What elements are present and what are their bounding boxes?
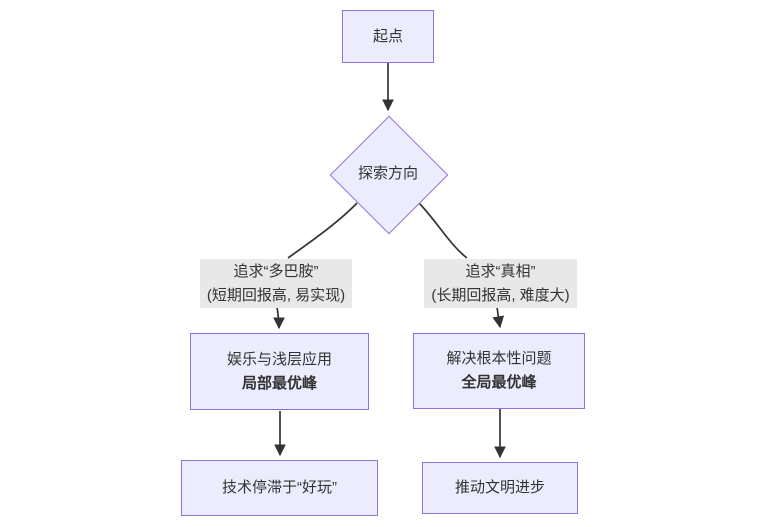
node-dopamine-path: 娱乐与浅层应用 局部最优峰 (190, 333, 369, 410)
node-dopamine-outcome-label: 技术停滞于“好玩” (222, 479, 337, 496)
edge-label-truth-line2: (长期回报高, 难度大) (431, 286, 570, 304)
node-truth-outcome-label: 推动文明进步 (454, 479, 545, 496)
edge-label-dopamine-line1: 追求“多巴胺” (233, 262, 319, 280)
edge-decision-to-dopamine-label (287, 202, 358, 259)
node-dopamine-outcome: 技术停滞于“好玩” (181, 460, 378, 516)
edge-decision-to-truth-label (418, 202, 468, 259)
edge-label-truth: 追求“真相” (长期回报高, 难度大) (424, 259, 577, 308)
node-start: 起点 (342, 10, 434, 63)
node-truth-path-line2: 全局最优峰 (461, 374, 537, 391)
node-truth-outcome: 推动文明进步 (422, 462, 578, 514)
edge-label-dopamine: 追求“多巴胺” (短期回报高, 易实现) (200, 259, 352, 308)
edge-label-dopamine-line2: (短期回报高, 易实现) (206, 286, 346, 304)
node-truth-path-line1: 解决根本性问题 (446, 350, 552, 367)
node-start-label: 起点 (372, 27, 403, 45)
edge-truth-label-to-mid (492, 306, 505, 329)
edge-label-truth-line1: 追求“真相” (465, 262, 536, 280)
edge-dopamine-label-to-mid (273, 306, 285, 330)
node-dopamine-path-line1: 娱乐与浅层应用 (226, 350, 332, 368)
node-dopamine-path-line2: 局部最优峰 (241, 374, 317, 392)
node-truth-path: 解决根本性问题 全局最优峰 (413, 333, 585, 409)
node-decision-label: 探索方向 (357, 165, 418, 182)
